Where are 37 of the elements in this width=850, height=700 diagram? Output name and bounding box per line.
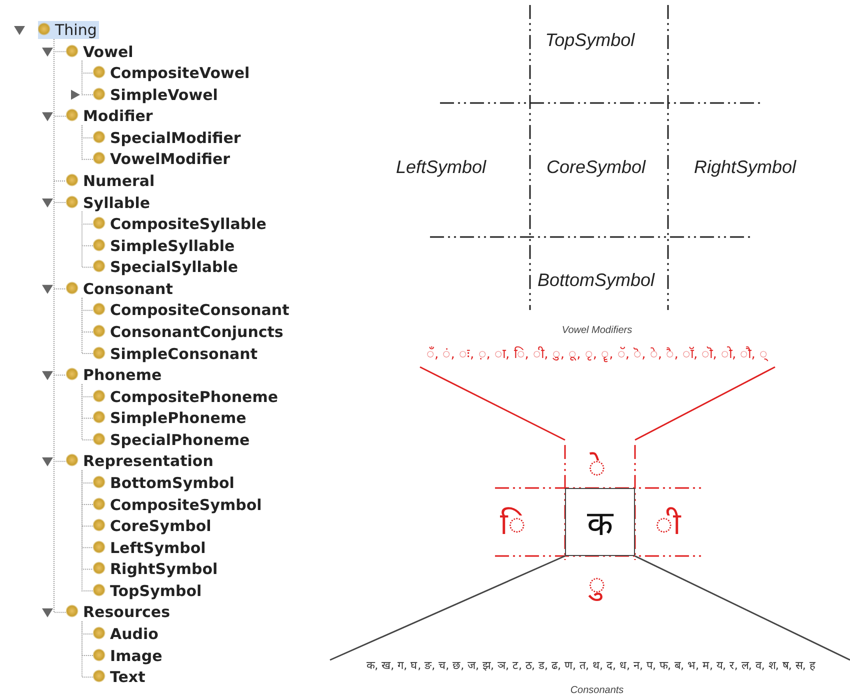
region-label: TopSymbol	[545, 30, 635, 50]
region-label: CoreSymbol	[546, 156, 646, 178]
bottom-vowel-sign: ◌ु	[588, 566, 606, 602]
caption: Vowel Modifiers	[562, 324, 632, 336]
class-label: CompositeSyllable	[93, 215, 268, 234]
left-vowel-sign: ◌ि	[500, 506, 526, 542]
caption: Consonants	[570, 684, 624, 696]
class-label: SimpleConsonant	[93, 344, 260, 363]
region-label: BottomSymbol	[537, 270, 655, 290]
symbol-list: ◌ँ, ◌ं, ◌ः, ◌़, ◌ा, ◌ि, ◌ी, ◌ु, ◌ू, ◌ृ, ◌ॄ, ◌ॅ, ◌ॆ, ◌े, ◌ै, ◌ॉ, ◌ॊ, ◌ो, ◌ौ, ◌्	[426, 344, 768, 362]
class-label: SpecialSyllable	[93, 258, 240, 276]
region-label: LeftSymbol	[396, 156, 486, 178]
core-symbol-box: क	[565, 488, 635, 556]
tree-connector	[82, 384, 94, 440]
region-label: RightSymbol	[694, 156, 796, 178]
class-label: SpecialPhoneme	[93, 430, 252, 449]
class-label: SpecialModifier	[93, 128, 243, 147]
class-label: BottomSymbol	[93, 474, 236, 492]
class-label: Syllable	[66, 194, 152, 212]
class-label: Thing	[38, 21, 99, 39]
class-label: CompositeConsonant	[93, 301, 292, 320]
tree-connector	[82, 124, 94, 160]
class-label: CompositePhoneme	[93, 388, 280, 406]
class-label: ConsonantConjuncts	[93, 322, 286, 341]
tree-connector	[82, 297, 94, 354]
class-label: Image	[93, 646, 164, 665]
class-label: SimpleVowel	[93, 86, 220, 104]
class-label: SimpleSyllable	[93, 236, 237, 255]
class-label: SimplePhoneme	[93, 409, 248, 428]
class-label: Representation	[66, 452, 216, 470]
tree-connector	[82, 211, 94, 268]
right-vowel-sign: ◌ी	[655, 506, 681, 542]
tree-connector	[82, 620, 94, 678]
tree-connector	[82, 60, 94, 96]
top-vowel-sign: ◌े	[588, 448, 606, 486]
symbol-list: क, ख, ग, घ, ङ, च, छ, ज, झ, ञ, ट, ठ, ड, ढ, ण, त, थ, द, ध, न, प, फ, ब, भ, म, य, र, ल, व, श, ष, स, ह	[366, 656, 816, 672]
tree-connector	[82, 470, 94, 592]
